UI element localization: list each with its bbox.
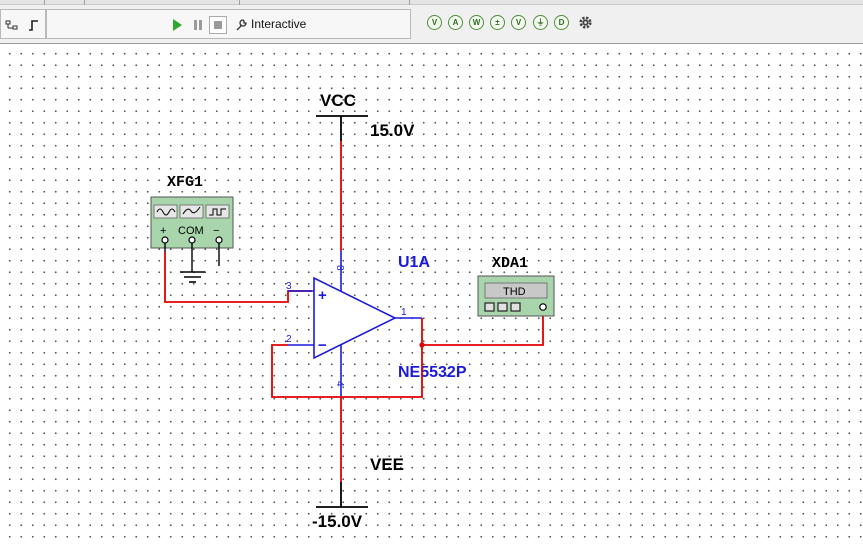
strip-segment (240, 0, 410, 5)
differential-probe-icon[interactable]: ± (490, 15, 505, 30)
ground-symbol[interactable] (180, 271, 205, 283)
ground-probe-icon[interactable]: ⏚ (533, 15, 548, 30)
pin-number-4: 4 (334, 381, 345, 387)
toolbar: Interactive V A W ± V ⏚ D (0, 0, 863, 44)
current-probe-icon[interactable]: A (448, 15, 463, 30)
sine-wave-icon (156, 208, 176, 216)
strip-segment (85, 0, 240, 5)
voltage-reference-probe-icon[interactable]: V (511, 15, 526, 30)
schematic-drawing: VCC 15.0V VEE -15.0V XFG1 + COM − (150, 91, 555, 531)
pulse-icon[interactable] (25, 16, 43, 34)
pause-icon[interactable] (189, 16, 207, 34)
gear-icon[interactable] (576, 13, 594, 31)
component-toolbar (0, 9, 46, 39)
stop-icon[interactable] (209, 16, 227, 34)
opamp-symbol[interactable] (313, 276, 397, 360)
wrench-icon[interactable] (232, 16, 250, 34)
opamp-part-number: NE5532P (398, 364, 467, 381)
analyzer-label: XDA1 (492, 255, 528, 272)
wire-junction[interactable] (419, 342, 425, 348)
analyzer-input-terminal[interactable] (539, 303, 547, 311)
generator-terminal-minus[interactable] (215, 236, 223, 244)
opamp-plus-sign: + (318, 287, 327, 304)
pin-number-8: 8 (334, 265, 345, 271)
schematic-canvas[interactable]: VCC 15.0V VEE -15.0V XFG1 + COM − (0, 45, 863, 545)
generator-minus-label: − (213, 225, 219, 237)
digital-probe-icon[interactable]: D (554, 15, 569, 30)
simulate-mode-label[interactable]: Interactive (251, 17, 307, 31)
analyzer-screen-label: THD (503, 286, 526, 298)
bus-icon[interactable] (3, 16, 21, 34)
generator-terminal-plus[interactable] (161, 236, 169, 244)
pin-number-1: 1 (401, 307, 407, 318)
wire-output-to-analyzer[interactable] (421, 310, 544, 346)
toolbar-top-strip (0, 0, 863, 5)
simulation-toolbar: Interactive (46, 9, 411, 39)
square-wave-icon (209, 208, 226, 216)
vee-label: VEE (370, 455, 404, 474)
generator-terminal-com[interactable] (188, 236, 196, 244)
pin-number-3: 3 (286, 281, 292, 292)
strip-segment (45, 0, 85, 5)
vcc-label: VCC (320, 91, 356, 110)
play-icon[interactable] (168, 16, 186, 34)
generator-plus-label: + (160, 225, 166, 237)
vee-value: -15.0V (312, 512, 363, 531)
pin-number-2: 2 (286, 334, 292, 345)
strip-segment (0, 0, 45, 5)
power-probe-icon[interactable]: W (469, 15, 484, 30)
opamp-minus-sign: − (318, 337, 327, 354)
voltage-probe-icon[interactable]: V (427, 15, 442, 30)
vcc-value: 15.0V (370, 121, 415, 140)
generator-label: XFG1 (167, 174, 203, 191)
generator-com-label: COM (178, 225, 204, 237)
opamp-reference: U1A (398, 254, 430, 271)
wire-feedback[interactable] (271, 344, 423, 398)
triangle-wave-icon (182, 206, 201, 215)
